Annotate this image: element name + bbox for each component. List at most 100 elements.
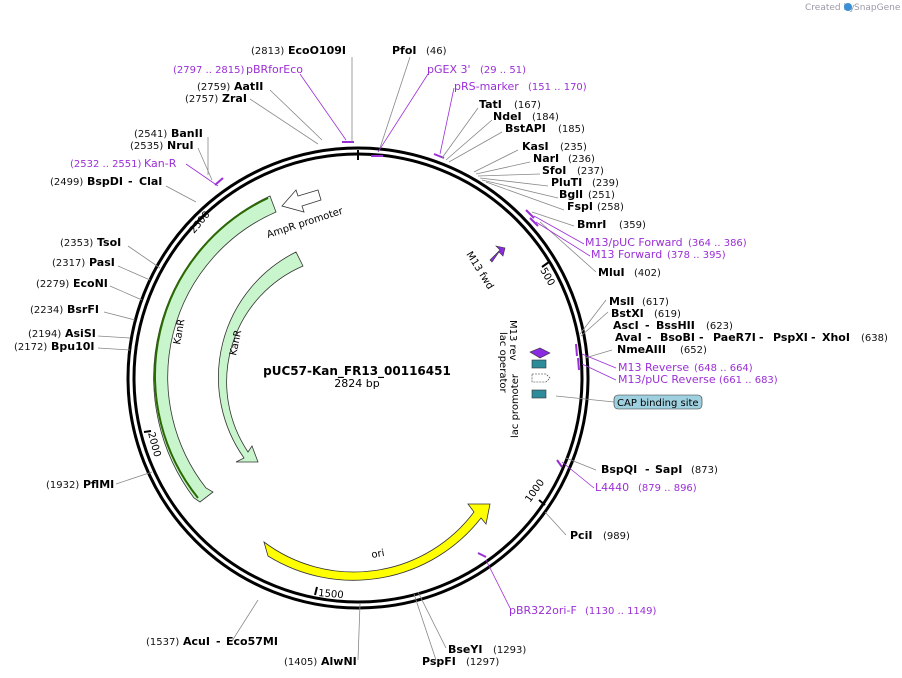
enzyme-pos: (236) (568, 154, 595, 165)
enzyme-name[interactable]: NmeAIII (617, 343, 666, 356)
enzyme-name[interactable]: BstAPI (505, 122, 546, 135)
enzyme-name[interactable]: FspI (567, 200, 593, 213)
enzyme-name[interactable]: MslI (609, 295, 634, 308)
enzyme-name[interactable]: PflMI (83, 478, 114, 491)
enzyme-pos: (185) (558, 124, 585, 135)
label-kanr-inner: KanR (228, 329, 244, 357)
tick-1000: 1000 (523, 478, 547, 505)
tick-1500: 1500 (318, 588, 344, 601)
enzyme-pos: (617) (642, 297, 669, 308)
enzyme-name[interactable]: SapI (655, 463, 682, 476)
primer-range: (648 .. 664) (694, 363, 753, 374)
primer-range: (661 .. 683) (719, 375, 778, 386)
enzyme-name[interactable]: BglI (559, 188, 583, 201)
enzyme-name[interactable]: BanII (171, 127, 203, 140)
enzyme-pos: (2535) (130, 141, 163, 152)
enzyme-pos: (2541) (134, 129, 167, 140)
primer-range: (2797 .. 2815) (173, 65, 245, 76)
enzyme-pos: (638) (861, 333, 888, 344)
enzyme-name[interactable]: BstXI (611, 307, 644, 320)
primer-name[interactable]: pRS-marker (454, 80, 519, 93)
enzyme-separator: - (699, 331, 704, 344)
enzyme-name[interactable]: AscI (613, 319, 639, 332)
enzyme-name[interactable]: EcoNI (73, 277, 108, 290)
primer-range: (364 .. 386) (688, 238, 747, 249)
enzyme-name[interactable]: PasI (89, 256, 115, 269)
enzyme-pos: (623) (706, 321, 733, 332)
enzyme-name[interactable]: PluTI (551, 176, 582, 189)
enzyme-name[interactable]: BspDI (87, 175, 123, 188)
primer-name[interactable]: pGEX 3' (427, 63, 471, 76)
enzyme-pos: (1293) (493, 645, 526, 656)
enzyme-name[interactable]: AatII (234, 80, 263, 93)
lac-operator-box (531, 359, 547, 369)
m13-rev-arrow (529, 347, 551, 359)
enzyme-name[interactable]: PspFI (422, 655, 456, 668)
primer-name[interactable]: M13 Reverse (618, 361, 689, 374)
enzyme-name[interactable]: BseYI (448, 643, 482, 656)
primer-labels: (2797 .. 2815) pBRforEco pGEX 3' (29 .. … (70, 63, 778, 617)
enzyme-name[interactable]: BssHII (656, 319, 695, 332)
enzyme-name[interactable]: AsiSI (65, 327, 96, 340)
primer-name[interactable]: M13/pUC Forward (585, 236, 683, 249)
enzyme-name[interactable]: PfoI (392, 44, 417, 57)
enzyme-pos: (2353) (60, 238, 93, 249)
feature-kanr-outer: KanR (153, 195, 277, 503)
primer-range: (151 .. 170) (528, 82, 587, 93)
primer-range: (879 .. 896) (638, 483, 697, 494)
enzyme-separator: - (128, 175, 133, 188)
tick-2500: 2500 (188, 209, 213, 236)
enzyme-pos: (359) (619, 220, 646, 231)
label-ori: ori (371, 548, 386, 561)
enzyme-separator: - (811, 331, 816, 344)
enzyme-name[interactable]: AlwNI (321, 655, 357, 668)
enzyme-name[interactable]: BsoBI (660, 331, 695, 344)
enzyme-name[interactable]: BspQI (601, 463, 637, 476)
enzyme-pos: (2759) (197, 82, 230, 93)
primer-range: (2532 .. 2551) (70, 159, 142, 170)
watermark-brand: SnapGene (854, 3, 901, 13)
enzyme-name[interactable]: EcoO109I (288, 44, 346, 57)
enzyme-name[interactable]: XhoI (822, 331, 850, 344)
label-lac-operator: lac operator (497, 332, 508, 393)
primer-name[interactable]: pBRforEco (246, 63, 303, 76)
primer-name[interactable]: M13 Forward (591, 248, 662, 261)
enzyme-name[interactable]: ZraI (222, 92, 247, 105)
primer-name[interactable]: Kan-R (144, 157, 177, 170)
enzyme-separator: - (647, 331, 652, 344)
feature-ampr-promoter: AmpR promoter (266, 189, 345, 241)
enzyme-name[interactable]: Eco57MI (226, 635, 278, 648)
enzyme-name[interactable]: TatI (479, 98, 502, 111)
enzyme-name[interactable]: PciI (570, 529, 592, 542)
primer-name[interactable]: pBR322ori-F (509, 604, 577, 617)
primer-name[interactable]: M13/pUC Reverse (618, 373, 716, 386)
enzyme-pos: (251) (588, 190, 615, 201)
enzyme-name[interactable]: PspXI (773, 331, 808, 344)
enzyme-name[interactable]: SfoI (542, 164, 566, 177)
enzyme-pos: (258) (597, 202, 624, 213)
enzyme-separator: - (216, 635, 221, 648)
enzyme-pos: (2172) (14, 342, 47, 353)
enzyme-name[interactable]: PaeR7I (713, 331, 756, 344)
label-lac-promoter: lac promoter (510, 373, 521, 438)
enzyme-name[interactable]: BmrI (577, 218, 606, 231)
enzyme-pos: (2317) (52, 258, 85, 269)
enzyme-name[interactable]: MluI (598, 266, 625, 279)
enzyme-name[interactable]: NdeI (493, 110, 522, 123)
enzyme-name[interactable]: KasI (522, 140, 549, 153)
enzyme-name[interactable]: TsoI (97, 236, 121, 249)
enzyme-name[interactable]: BsrFI (67, 303, 99, 316)
label-m13-rev: M13 rev (507, 320, 518, 361)
enzyme-pos: (402) (634, 268, 661, 279)
enzyme-name[interactable]: NarI (533, 152, 559, 165)
enzyme-name[interactable]: AcuI (183, 635, 210, 648)
primer-name[interactable]: L4440 (595, 481, 629, 494)
enzyme-name[interactable]: ClaI (139, 175, 162, 188)
enzyme-pos: (1405) (284, 657, 317, 668)
enzyme-labels: (2813) EcoO109I PfoI (46) (2759) AatII (… (14, 44, 888, 668)
enzyme-name[interactable]: Bpu10I (51, 340, 95, 353)
enzyme-name[interactable]: AvaI (615, 331, 642, 344)
enzyme-name[interactable]: NruI (167, 139, 194, 152)
feature-m13-fwd: M13 fwd (463, 245, 506, 292)
